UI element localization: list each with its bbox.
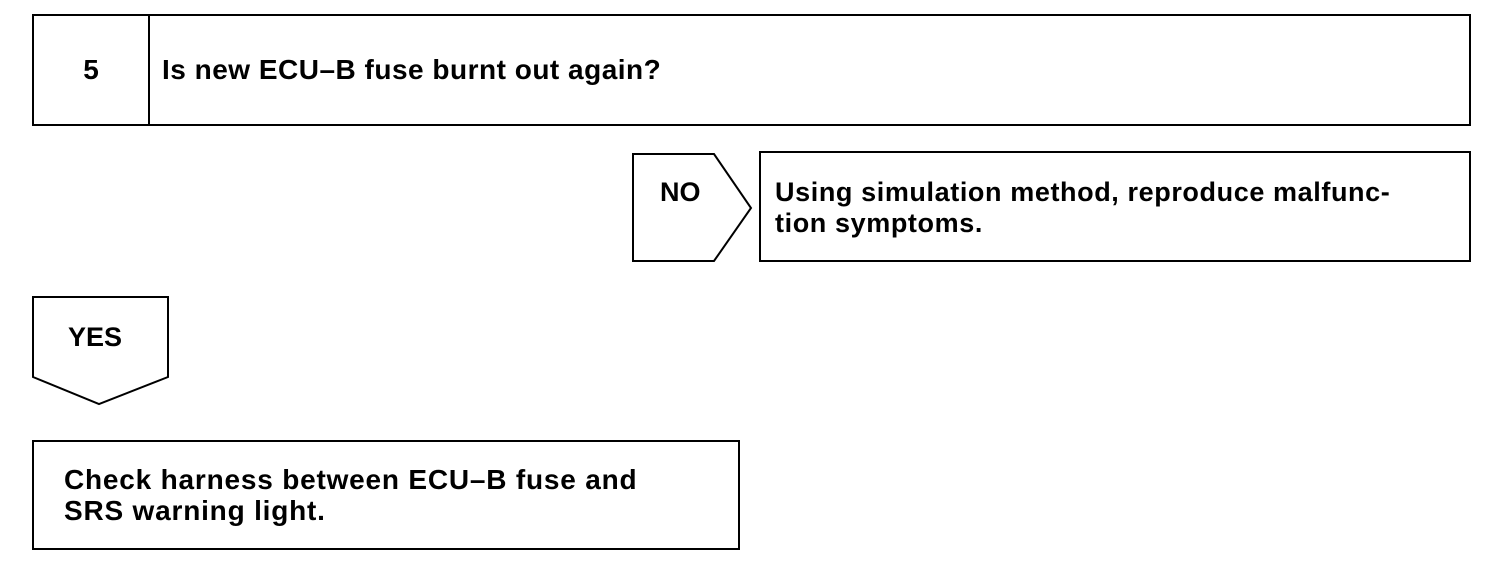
step-box: 5 Is new ECU–B fuse burnt out again? — [32, 14, 1471, 126]
yes-result-text: Check harness between ECU–B fuse and SRS… — [64, 464, 638, 526]
step-number: 5 — [34, 16, 150, 124]
step-question: Is new ECU–B fuse burnt out again? — [162, 54, 662, 85]
no-label: NO — [660, 177, 701, 207]
no-result-box: Using simulation method, reproduce malfu… — [759, 151, 1471, 262]
no-result-text: Using simulation method, reproduce malfu… — [775, 177, 1391, 238]
yes-label: YES — [68, 322, 123, 352]
yes-result-box: Check harness between ECU–B fuse and SRS… — [32, 440, 740, 550]
